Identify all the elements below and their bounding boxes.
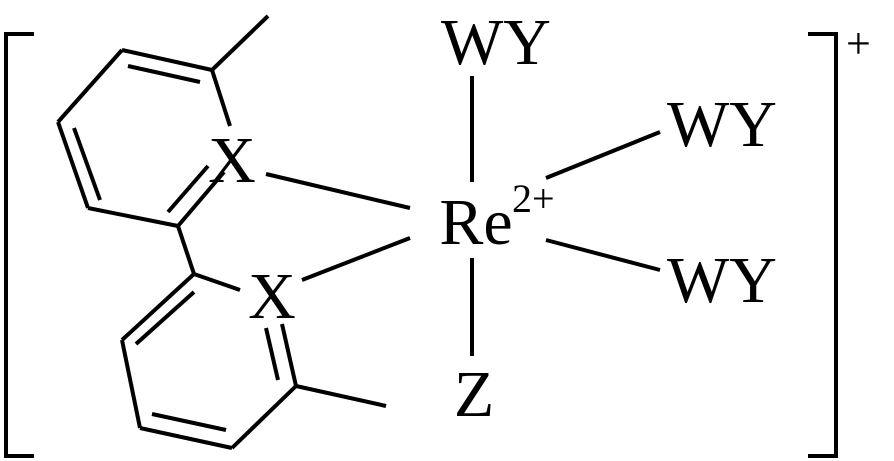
upper-ring-bond: [210, 69, 232, 127]
upper-methyl-bond: [210, 14, 270, 72]
upper-pyridine-ring: [56, 14, 270, 228]
upper-ring-bond: [121, 48, 213, 72]
upper-ring-bond: [176, 170, 226, 228]
lower-ring-bond: [193, 272, 241, 292]
upper-ring-bond: [56, 48, 124, 124]
bipyridine-bridge-bond: [176, 225, 196, 275]
ligand-bottom-label: Z: [454, 358, 494, 431]
upper-ring-bond: [56, 121, 90, 209]
lower-ring-bond: [120, 339, 142, 429]
ligand-upper-right-label: WY: [667, 88, 777, 161]
left-bracket: [4, 32, 34, 458]
lower-ring-double-bond-inner: [264, 327, 280, 381]
lower-ring-bond: [139, 426, 233, 450]
x-upper-to-metal-bond: [265, 172, 411, 210]
metal-to-upper-right-ligand-bond: [545, 130, 661, 180]
lower-ring-double-bond-inner: [134, 290, 196, 346]
lower-ring-bond: [280, 323, 298, 387]
lower-ring-double-bond-inner: [151, 412, 227, 432]
lower-ring-bond: [230, 384, 298, 450]
metal-to-lower-right-ligand-bond: [545, 238, 661, 272]
upper-ring-double-bond-inner: [72, 127, 102, 201]
ring-atom-lower-label: X: [248, 260, 296, 333]
right-bracket: [808, 32, 838, 458]
x-lower-to-metal-bond: [301, 236, 411, 282]
lower-pyridine-ring: [120, 272, 387, 450]
ligand-lower-right-label: WY: [667, 244, 777, 317]
upper-ring-double-bond-inner: [127, 64, 201, 84]
lower-methyl-bond: [295, 384, 387, 408]
ring-atom-upper-label: X: [208, 124, 256, 197]
upper-ring-double-bond-inner: [166, 164, 210, 214]
lower-ring-bond: [120, 272, 196, 342]
metal-charge: 2+: [512, 176, 555, 221]
overall-charge: +: [846, 19, 871, 68]
ligand-top-label: WY: [441, 6, 551, 79]
upper-ring-bond: [87, 206, 179, 228]
metal-symbol: Re: [439, 186, 512, 259]
